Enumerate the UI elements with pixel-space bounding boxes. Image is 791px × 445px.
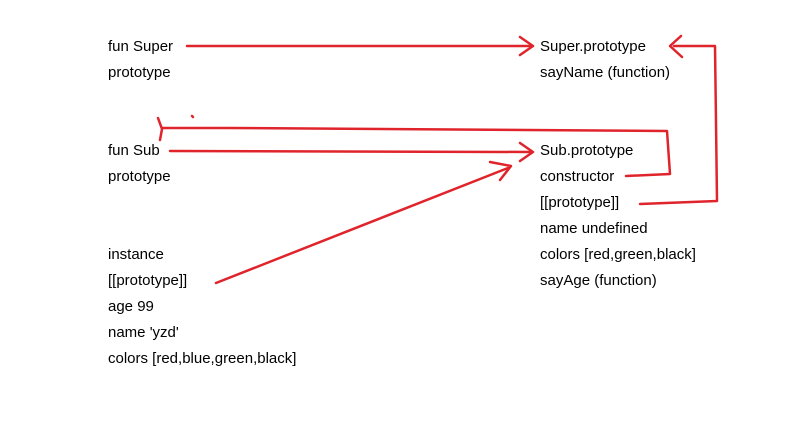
sub-prototype-title: Sub.prototype [540, 142, 634, 159]
sub-prototype-colors: colors [red,green,black] [540, 246, 696, 263]
constructor-to-sub-function-arrowhead [156, 116, 164, 142]
super-function-prototype-label: prototype [108, 64, 171, 81]
sub-proto-link-to-super-prototype-arrowhead [668, 34, 684, 59]
instance-title: instance [108, 246, 164, 263]
sub-prototype-name: name undefined [540, 220, 648, 237]
sub-to-sub-prototype-arrow [168, 149, 533, 154]
sub-prototype-sayage: sayAge (function) [540, 272, 657, 289]
instance-name: name 'yzd' [108, 324, 179, 341]
instance-colors: colors [red,blue,green,black] [108, 350, 297, 367]
sub-prototype-constructor: constructor [540, 168, 615, 185]
stray-pen-mark [190, 114, 195, 119]
instance-proto-link-to-sub-prototype-arrowhead [488, 160, 513, 182]
sub-to-sub-prototype-arrowhead [518, 141, 535, 163]
sub-function-prototype-label: prototype [108, 168, 171, 185]
instance-age: age 99 [108, 298, 154, 315]
super-prototype-title: Super.prototype [540, 38, 646, 55]
instance-proto-link: [[prototype]] [108, 272, 188, 289]
super-to-super-prototype-arrowhead [518, 35, 535, 57]
instance-proto-link-to-sub-prototype-arrow [214, 166, 510, 285]
super-prototype-sayname: sayName (function) [540, 64, 671, 81]
sub-prototype-proto-link: [[prototype]] [540, 194, 620, 211]
super-function-label: fun Super [108, 38, 174, 55]
sub-function-label: fun Sub [108, 142, 160, 159]
